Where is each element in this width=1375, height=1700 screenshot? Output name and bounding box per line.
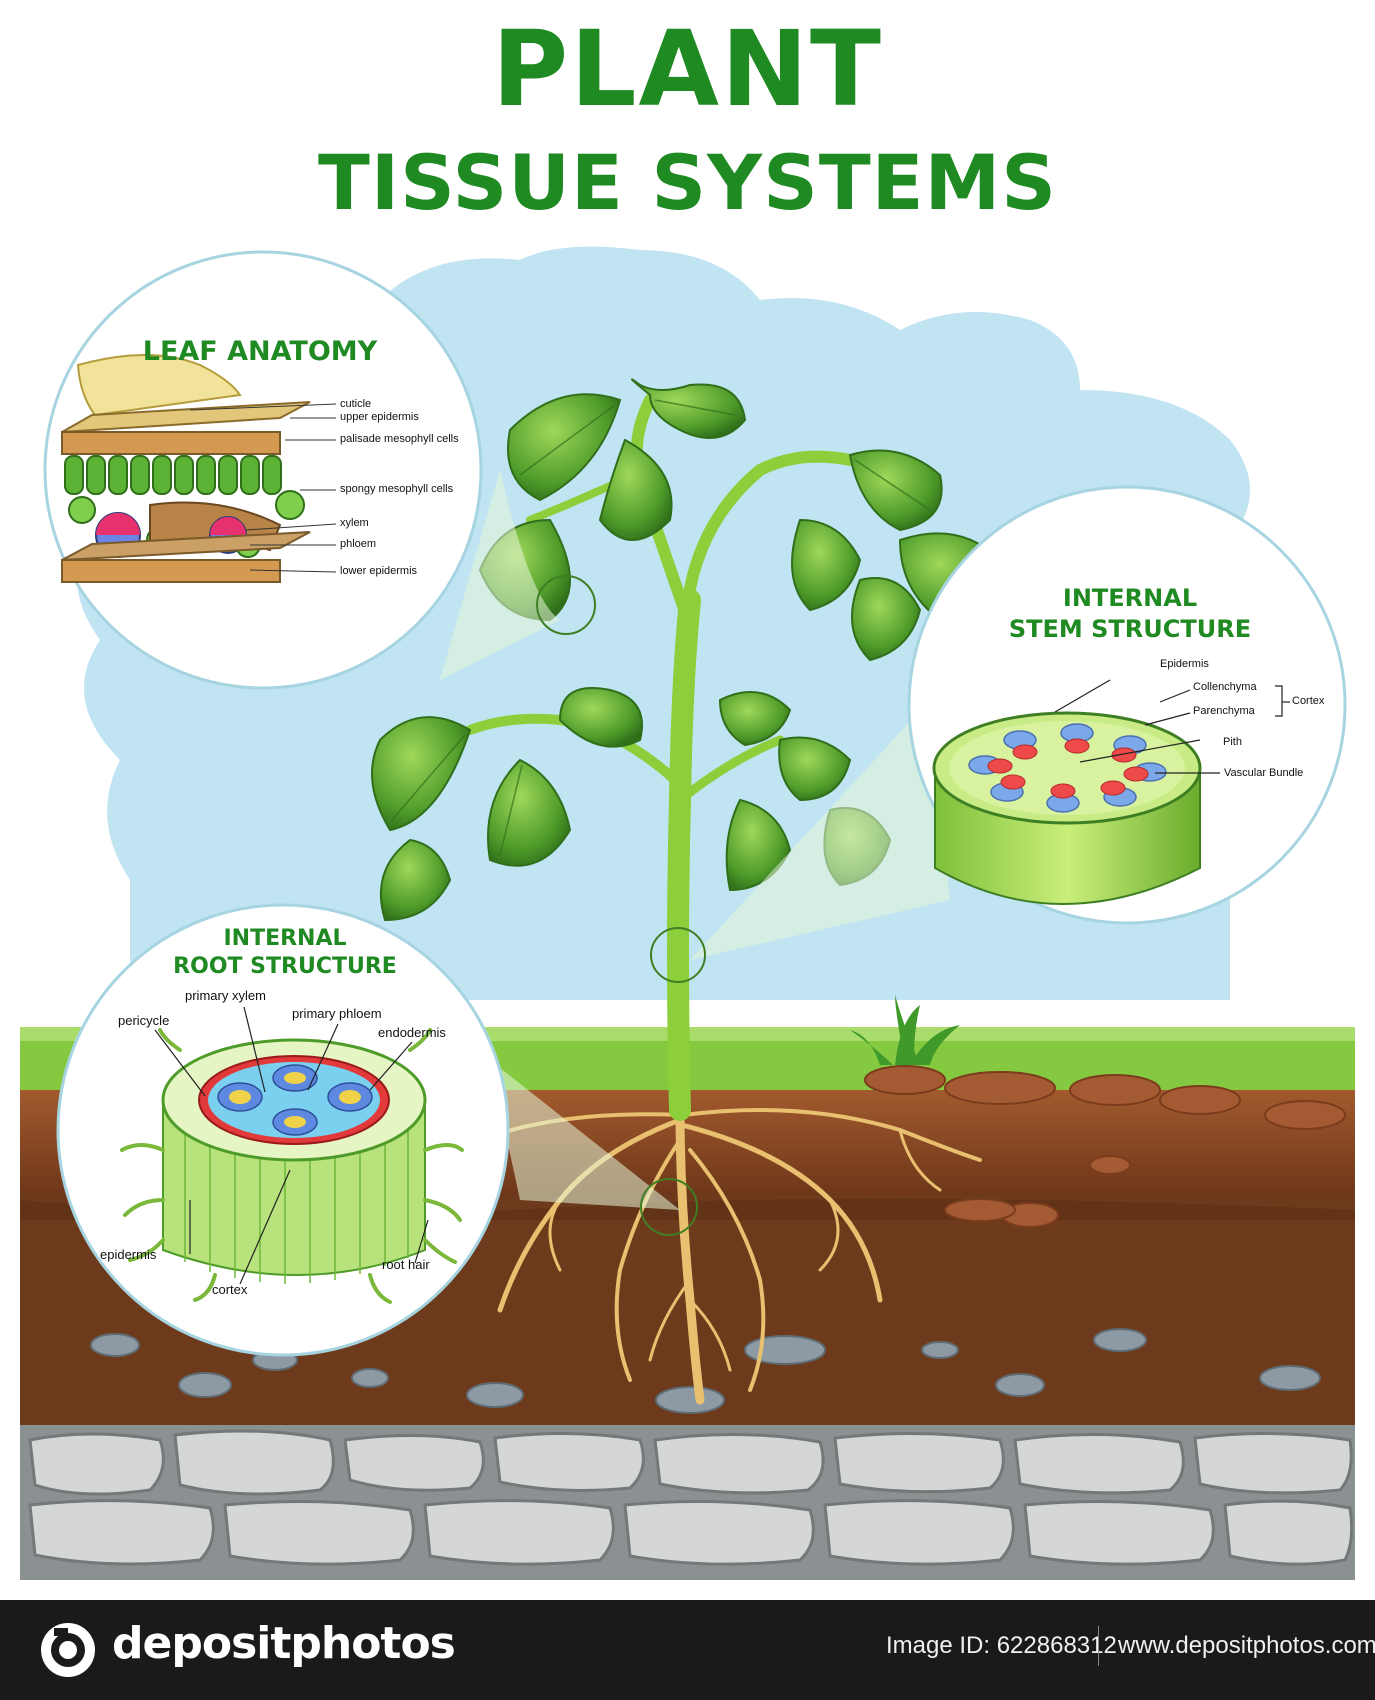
label-primary-phloem: primary phloem xyxy=(292,1006,382,1021)
label-xylem: xylem xyxy=(340,517,369,529)
label-collenchyma: Collenchyma xyxy=(1193,681,1257,693)
camera-logo-icon xyxy=(41,1623,95,1677)
label-root-cortex: cortex xyxy=(212,1282,248,1297)
leaf-diagram xyxy=(61,354,337,583)
stem-diagram xyxy=(932,679,1290,905)
bedrock-stones xyxy=(28,1429,1354,1566)
label-primary-xylem: primary xylem xyxy=(185,988,266,1003)
root-title-line1: INTERNAL xyxy=(223,926,347,951)
illustration xyxy=(20,246,1355,1580)
gray-stones xyxy=(90,1328,1321,1414)
leaf-anatomy-title: LEAF ANATOMY xyxy=(142,336,378,367)
footer-image-id: Image ID: 622868312 xyxy=(886,1632,1117,1659)
page-title: PLANT xyxy=(492,8,883,130)
label-palisade-mesophyll: palisade mesophyll cells xyxy=(340,433,459,445)
root-title-line2: ROOT STRUCTURE xyxy=(173,954,397,979)
stem-title-line2: STEM STRUCTURE xyxy=(1008,615,1252,643)
label-upper-epidermis: upper epidermis xyxy=(340,411,419,423)
label-endodermis: endodermis xyxy=(378,1025,446,1040)
grass-tuft xyxy=(850,995,960,1065)
footer-divider xyxy=(1098,1626,1099,1666)
stem-title-line1: INTERNAL xyxy=(1062,584,1198,612)
label-phloem: phloem xyxy=(340,538,377,550)
root-diagram xyxy=(120,1006,464,1304)
label-pith: Pith xyxy=(1223,736,1242,748)
soil-pebbles xyxy=(864,1065,1346,1228)
label-stem-epidermis: Epidermis xyxy=(1160,658,1209,670)
label-parenchyma: Parenchyma xyxy=(1193,705,1255,717)
label-vascular-bundle: Vascular Bundle xyxy=(1224,767,1304,779)
label-cortex-bracket: Cortex xyxy=(1292,695,1325,707)
label-cuticle: cuticle xyxy=(340,398,372,410)
label-root-epidermis: epidermis xyxy=(100,1247,157,1262)
footer-site-url[interactable]: www.depositphotos.com xyxy=(1118,1632,1375,1659)
label-spongy-mesophyll: spongy mesophyll cells xyxy=(340,483,454,495)
label-pericycle: pericycle xyxy=(118,1013,170,1028)
label-root-hair: root hair xyxy=(382,1257,430,1272)
zoom-markers xyxy=(536,575,706,1236)
footer-logo: depositphotos xyxy=(112,1618,456,1669)
label-lower-epidermis: lower epidermis xyxy=(340,565,418,577)
page-subtitle: TISSUE SYSTEMS xyxy=(318,138,1057,227)
footer-bar xyxy=(0,1600,1375,1700)
